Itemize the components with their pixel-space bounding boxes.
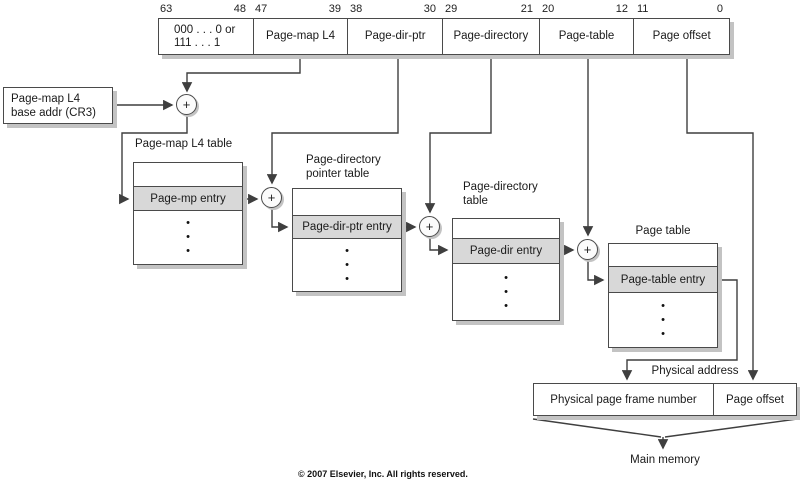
- adder-4-icon: +: [577, 239, 598, 260]
- physical-address-label: Physical address: [651, 365, 739, 377]
- table-title-page-map-l4: Page-map L4 table: [135, 138, 233, 150]
- physical-frame-number-cell: Physical page frame number: [534, 384, 714, 415]
- ellipsis-dots: •••: [661, 299, 665, 340]
- table-title-page-table: Page table: [635, 225, 691, 237]
- page-dir-entry-row: Page-dir entry: [453, 239, 559, 264]
- address-field-page-dir-ptr: Page-dir-ptr: [348, 19, 444, 54]
- page-mp-entry-row: Page-mp entry: [134, 187, 242, 211]
- table-empty-row: [609, 244, 717, 267]
- table-title-page-directory: Page-directory table: [463, 181, 538, 207]
- address-field-page-table: Page-table: [540, 19, 635, 54]
- adder-2-icon: +: [261, 187, 282, 208]
- page-directory-table: Page-dir entry •••: [452, 218, 560, 321]
- physical-page-offset-cell: Page offset: [726, 393, 784, 406]
- adder-3-icon: +: [419, 216, 440, 237]
- virtual-address-register: 000 . . . 0 or 111 . . . 1 Page-map L4 P…: [158, 18, 730, 55]
- address-field-page-offset: Page offset: [652, 30, 711, 42]
- cr3-base-addr-box: Page-map L4 base addr (CR3): [3, 87, 113, 124]
- table-empty-row: [293, 189, 401, 216]
- ellipsis-dots: •••: [504, 271, 508, 312]
- page-dir-ptr-entry-row: Page-dir-ptr entry: [293, 216, 401, 239]
- table-empty-row: [134, 163, 242, 187]
- page-directory-pointer-table: Page-dir-ptr entry •••: [292, 188, 402, 292]
- copyright-notice: © 2007 Elsevier, Inc. All rights reserve…: [298, 469, 468, 479]
- address-field-sign-extension: 000 . . . 0 or 111 . . . 1: [159, 19, 254, 54]
- address-field-page-directory: Page-directory: [443, 19, 540, 54]
- page-table: Page-table entry •••: [608, 243, 718, 348]
- address-field-page-map-l4: Page-map L4: [254, 19, 349, 54]
- ellipsis-dots: •••: [345, 244, 349, 285]
- physical-address-box: Physical page frame number Page offset: [533, 383, 797, 416]
- page-map-l4-table: Page-mp entry •••: [133, 162, 243, 265]
- table-title-page-dir-pointer: Page-directory pointer table: [306, 154, 381, 180]
- table-empty-row: [453, 219, 559, 239]
- ellipsis-dots: •••: [186, 217, 190, 257]
- main-memory-label: Main memory: [630, 454, 700, 466]
- adder-1-icon: +: [176, 94, 197, 115]
- page-table-entry-row: Page-table entry: [609, 267, 717, 293]
